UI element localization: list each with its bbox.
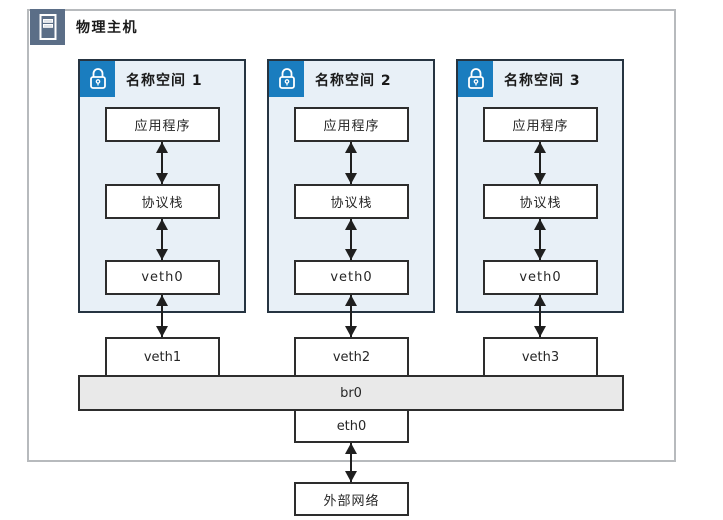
server-icon-glyph bbox=[39, 14, 56, 40]
host-title: 物理主机 bbox=[76, 20, 138, 36]
bridge-bar: br0 bbox=[78, 375, 624, 411]
bidirectional-arrow-eth0-external bbox=[345, 443, 357, 482]
server-icon bbox=[30, 9, 65, 45]
eth0-box: eth0 bbox=[294, 409, 409, 443]
external-network-box: 外部网络 bbox=[294, 482, 409, 516]
